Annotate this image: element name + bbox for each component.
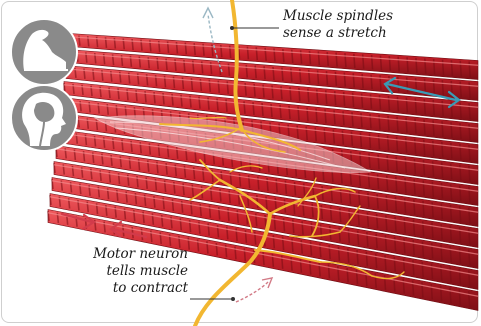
head-profile-icon xyxy=(11,85,77,151)
muscle-spindles-label: Muscle spindles sense a stretch xyxy=(283,8,423,42)
motor-neuron-label-line1: Motor neuron xyxy=(56,246,188,263)
muscle-spindles-label-line1: Muscle spindles xyxy=(283,8,423,25)
muscle-arm-icon xyxy=(11,19,77,85)
motor-neuron-label-line3: to contract xyxy=(56,280,188,297)
motor-neuron-label-line2: tells muscle xyxy=(56,263,188,280)
muscle-spindles-label-line2: sense a stretch xyxy=(283,25,423,42)
motor-neuron-label: Motor neuron tells muscle to contract xyxy=(56,246,188,297)
